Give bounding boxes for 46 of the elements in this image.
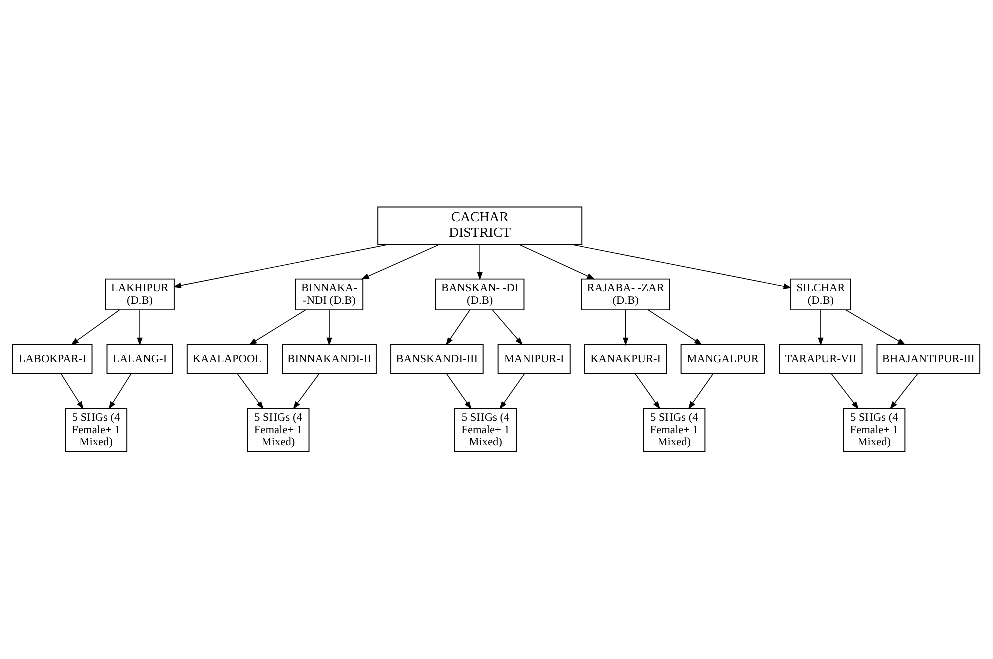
node-box: BINNAKANDI-II xyxy=(282,344,377,375)
node-box: RAJABA- -ZAR (D.B) xyxy=(581,278,670,311)
node-box: MANGALPUR xyxy=(680,344,766,375)
node-box: KAALAPOOL xyxy=(186,344,268,375)
node-box: 5 SHGs (4 Female+ 1 Mixed) xyxy=(65,408,128,452)
node-box: SILCHAR (D.B) xyxy=(790,278,852,311)
node-box: LALANG-I xyxy=(106,344,174,375)
arrow xyxy=(492,310,524,346)
arrow xyxy=(361,244,441,280)
arrow xyxy=(500,374,525,410)
arrow xyxy=(61,374,84,410)
node-box: MANIPUR-I xyxy=(498,344,571,375)
arrow xyxy=(623,310,629,346)
arrow xyxy=(446,310,471,346)
arrow xyxy=(890,374,918,410)
arrow xyxy=(70,310,120,346)
arrow xyxy=(570,244,792,290)
node-box: LAKHIPUR (D.B) xyxy=(105,278,175,311)
arrow xyxy=(635,374,661,410)
node-box: BINNAKA- -NDI (D.B) xyxy=(295,278,364,311)
arrow xyxy=(818,310,824,346)
node-box: CACHAR DISTRICT xyxy=(378,206,583,245)
arrow xyxy=(846,310,906,346)
node-box: 5 SHGs (4 Female+ 1 Mixed) xyxy=(643,408,706,452)
arrow xyxy=(108,374,132,410)
node-box: BANSKAN- -DI (D.B) xyxy=(436,278,525,311)
arrow xyxy=(173,244,390,289)
arrow xyxy=(237,374,264,410)
arrow xyxy=(688,374,714,410)
arrow xyxy=(518,244,596,280)
arrow xyxy=(137,310,143,346)
arrow xyxy=(248,310,306,346)
node-box: KANAKPUR-I xyxy=(584,344,668,375)
node-box: BANSKANDI-III xyxy=(390,344,484,375)
arrow xyxy=(477,244,483,280)
arrow xyxy=(648,310,703,346)
node-box: LABOKPAR-I xyxy=(12,344,93,375)
node-box: BHAJANTIPUR-III xyxy=(876,344,981,375)
arrow xyxy=(326,310,332,346)
node-box: 5 SHGs (4 Female+ 1 Mixed) xyxy=(454,408,518,452)
arrow xyxy=(446,374,472,410)
arrow xyxy=(831,374,860,410)
arrow xyxy=(293,374,320,410)
node-box: 5 SHGs (4 Female+ 1 Mixed) xyxy=(843,408,906,452)
node-box: 5 SHGs (4 Female+ 1 Mixed) xyxy=(247,408,310,452)
node-box: TARAPUR-VII xyxy=(779,344,863,375)
